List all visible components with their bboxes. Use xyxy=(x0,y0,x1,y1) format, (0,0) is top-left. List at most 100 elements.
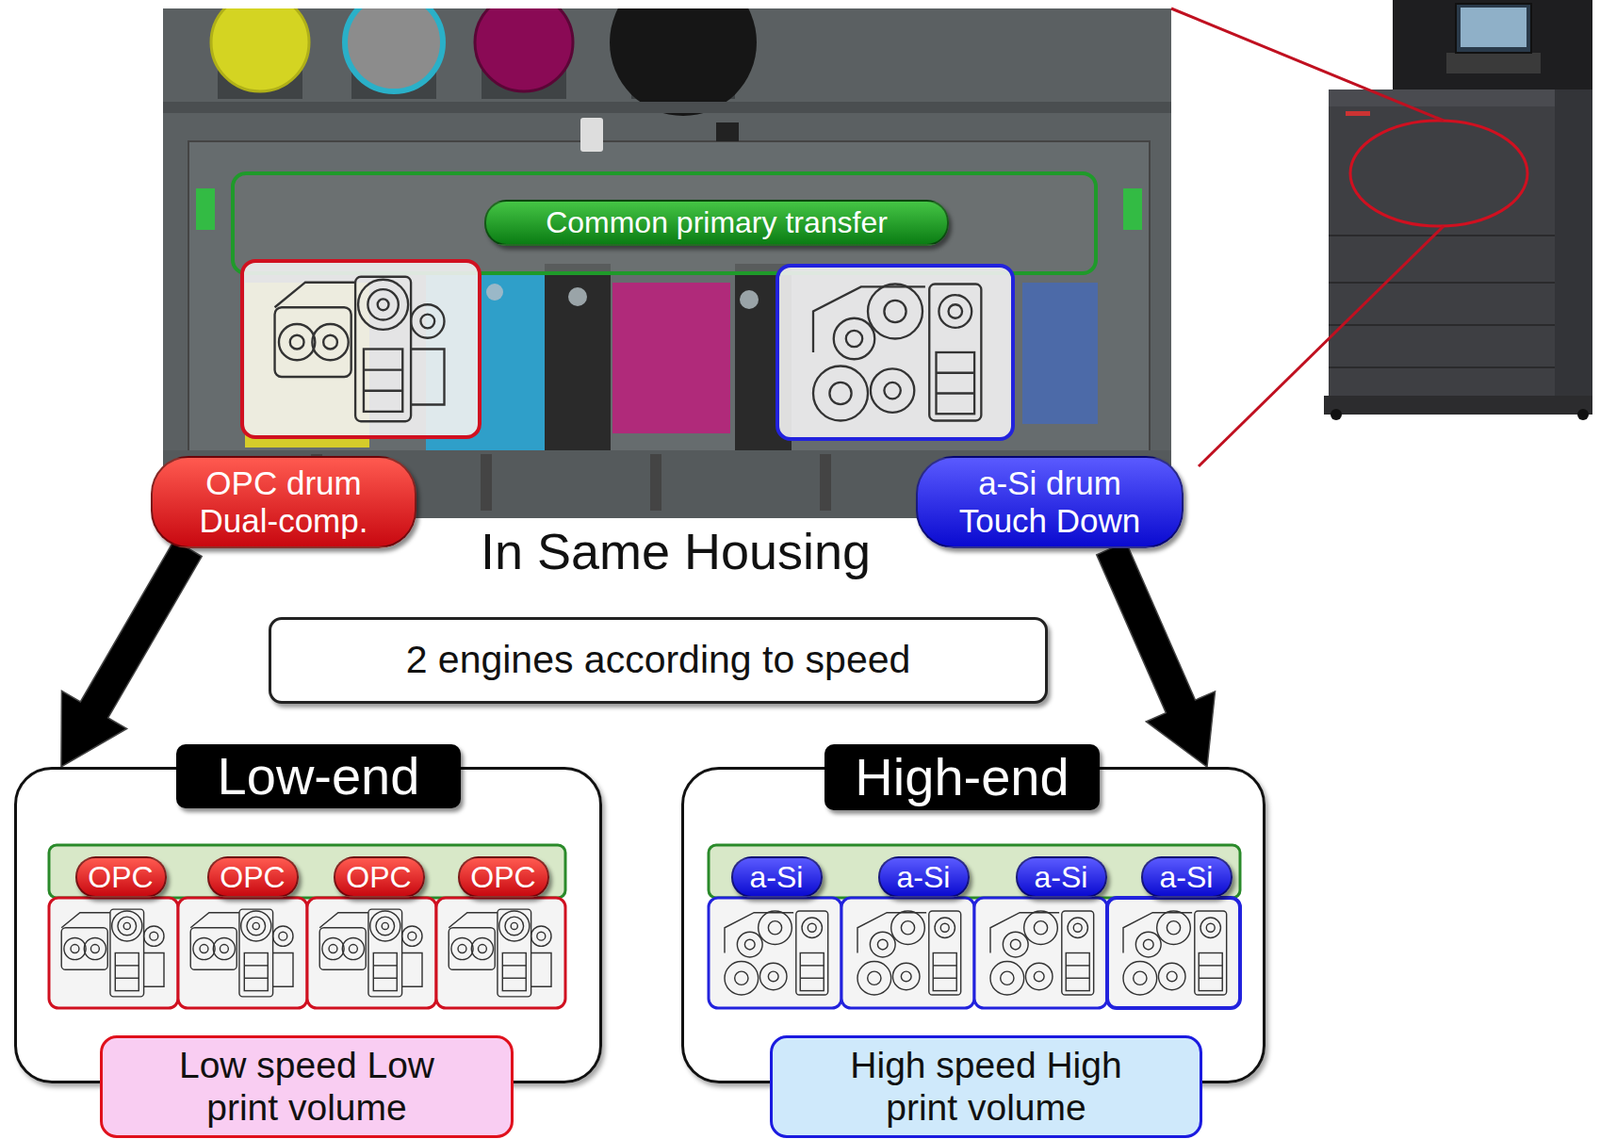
node-label: a-Si xyxy=(750,860,804,896)
node-label: High speed High print volume xyxy=(831,1044,1143,1130)
engine-illustration-part-part xyxy=(650,454,662,511)
drum-chip: OPC xyxy=(457,856,550,899)
engine-illustration-part-part xyxy=(609,8,757,116)
drum-chip: a-Si xyxy=(878,856,970,899)
drum-pill: OPC drum Dual-comp. xyxy=(150,456,417,549)
low-end-engines-part xyxy=(178,897,308,1009)
low-end-engines-part xyxy=(61,909,164,997)
transfer-pill: Common primary transfer xyxy=(484,199,949,246)
printer-photo-part xyxy=(1323,395,1593,415)
node-label: Common primary transfer xyxy=(545,205,888,241)
drum-chip: a-Si xyxy=(731,856,823,899)
node-label: 2 engines according to speed xyxy=(406,637,912,683)
engine-illustration xyxy=(163,0,1172,519)
high-end-engines-part xyxy=(1123,911,1227,996)
node-label: Low speed Low print volume xyxy=(151,1044,463,1130)
drum-chip: OPC xyxy=(333,856,425,899)
engine-illustration-part-part xyxy=(739,290,759,310)
node-label: a-Si drum Touch Down xyxy=(941,464,1159,541)
node-label: OPC xyxy=(470,860,536,896)
high-end-engines-part xyxy=(708,897,842,1009)
engine-illustration-part-part xyxy=(211,8,310,92)
low-end-engines-part xyxy=(190,909,294,997)
printer-photo-part xyxy=(1328,366,1555,369)
engine-illustration-part-part xyxy=(568,287,588,307)
node-label: a-Si xyxy=(897,860,951,896)
engine-illustration-part-part xyxy=(195,188,215,230)
engine-illustration-part-part xyxy=(813,284,981,422)
high-end-engines-part xyxy=(708,845,1241,898)
high-end-engines-part xyxy=(974,897,1108,1009)
node-label: OPC xyxy=(345,860,411,896)
drum-chip: OPC xyxy=(207,856,299,899)
printer-photo-part xyxy=(1198,226,1444,467)
block-arrow xyxy=(1096,541,1216,768)
printer-photo-part xyxy=(1345,111,1371,116)
engine-illustration-part-part xyxy=(716,122,739,142)
node-label: a-Si xyxy=(1034,860,1089,896)
engine-illustration-part-part xyxy=(480,454,492,511)
summary-box: 2 engines according to speed xyxy=(268,617,1048,704)
block-arrow xyxy=(61,539,202,768)
engine-illustration-part-part xyxy=(232,173,1096,274)
printer-photo-part xyxy=(1460,7,1527,48)
drum-chip: OPC xyxy=(75,856,167,899)
low-end-engines-part xyxy=(307,897,437,1009)
printer-photo-part xyxy=(1328,281,1555,284)
engine-illustration-part-part xyxy=(580,117,604,152)
drum-chip: a-Si xyxy=(1141,856,1233,899)
drum-chip: a-Si xyxy=(1015,856,1108,899)
low-end-engines xyxy=(48,845,566,1009)
high-end-engines-part xyxy=(857,911,962,996)
engine-illustration-part-part xyxy=(242,261,480,438)
engine-illustration-part-part xyxy=(188,141,1150,500)
engine-illustration-part-part xyxy=(275,277,445,422)
engine-illustration-part-part xyxy=(612,282,731,434)
printer-photo-part xyxy=(1328,89,1593,107)
high-end-engines-part xyxy=(724,911,829,996)
engine-illustration-part xyxy=(163,8,1172,519)
high-end-engines xyxy=(708,845,1241,1009)
printer-photo-part xyxy=(1455,3,1532,53)
node-label: a-Si xyxy=(1159,860,1214,896)
printer-photo-part xyxy=(1330,408,1342,421)
node-label: OPC drum Dual-comp. xyxy=(175,464,392,541)
engine-illustration-part-part xyxy=(819,454,832,511)
printer-photo-part xyxy=(1554,89,1593,401)
low-end-engines-part xyxy=(448,909,552,997)
printer-photo-part xyxy=(1328,324,1555,327)
engine-illustration-part-part xyxy=(163,101,1172,114)
group-heading: Low-end xyxy=(176,744,461,809)
caption-label: In Same Housing xyxy=(480,522,871,581)
low-end-engines-part xyxy=(319,909,423,997)
printer-photo-part xyxy=(1350,120,1528,227)
engine-illustration-part-part xyxy=(1022,282,1098,425)
printer-photo-part xyxy=(1577,408,1589,421)
high-end-engines-part xyxy=(841,897,975,1009)
high-end-engines-part xyxy=(1107,897,1241,1009)
low-end-engines-part xyxy=(436,897,566,1009)
printer-photo-part xyxy=(1446,52,1541,74)
group-heading: High-end xyxy=(824,744,1100,811)
engine-illustration-part-part xyxy=(486,283,504,301)
engine-group: a-Sia-Sia-Sia-SiHigh speed High print vo… xyxy=(681,767,1266,1084)
printer-photo xyxy=(1171,0,1593,467)
printer-photo-part xyxy=(1392,0,1593,90)
speed-note: High speed High print volume xyxy=(769,1035,1203,1139)
drum-pill: a-Si drum Touch Down xyxy=(915,456,1184,549)
printer-photo-part xyxy=(1328,89,1593,401)
engine-group: OPCOPCOPCOPCLow speed Low print volumeLo… xyxy=(14,767,603,1084)
speed-note: Low speed Low print volume xyxy=(99,1035,514,1139)
engine-illustration-part-part xyxy=(777,265,1013,440)
printer-photo-part xyxy=(1328,234,1555,237)
engine-illustration-part-part xyxy=(1123,188,1143,230)
high-end-engines-part xyxy=(990,911,1094,996)
engine-illustration-part-part xyxy=(474,8,573,92)
printer-photo-part xyxy=(1171,8,1444,121)
node-label: OPC xyxy=(219,860,285,896)
engine-illustration-part-part xyxy=(544,263,611,453)
node-label: OPC xyxy=(87,860,153,896)
engine-illustration-part-part xyxy=(344,8,443,92)
low-end-engines-part xyxy=(48,845,566,898)
